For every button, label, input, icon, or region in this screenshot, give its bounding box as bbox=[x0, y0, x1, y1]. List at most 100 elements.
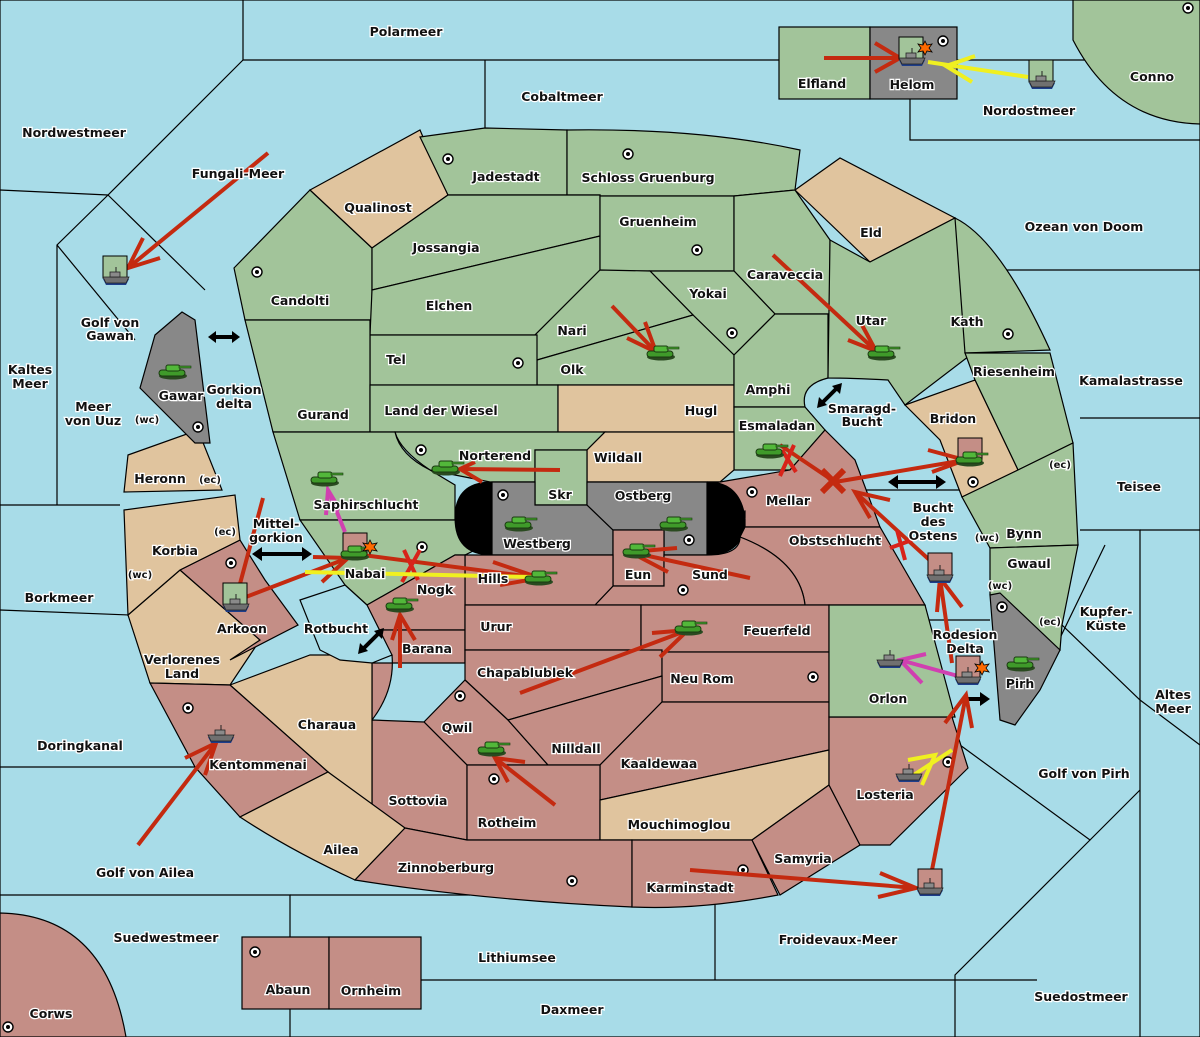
order-cut-x-icon bbox=[819, 467, 847, 495]
label-arkoon: Arkoon bbox=[217, 621, 267, 636]
supply-center-icon bbox=[488, 773, 500, 785]
label-polarmeer: Polarmeer bbox=[370, 24, 444, 39]
province-bynn[interactable] bbox=[961, 442, 1079, 549]
order-move-arrow bbox=[938, 577, 954, 664]
arrowhead bbox=[124, 237, 161, 272]
label-norterend: Norterend bbox=[459, 448, 531, 463]
supply-center-icon bbox=[415, 444, 427, 456]
label-nari: Nari bbox=[557, 323, 586, 338]
province-mellar[interactable] bbox=[706, 429, 881, 528]
province-karminstadt[interactable] bbox=[631, 839, 779, 909]
labels: Polarmeer Cobaltmeer Nordwestmeer Fungal… bbox=[7, 23, 1193, 1023]
label-samyria: Samyria bbox=[774, 851, 832, 866]
label-charaua: Charaua bbox=[298, 717, 356, 732]
label-westberg: Westberg bbox=[503, 536, 571, 551]
label-ozean-von-doom: Ozean von Doom bbox=[1025, 219, 1144, 234]
label-lithiumsee: Lithiumsee bbox=[478, 950, 556, 965]
province-saphirschlucht[interactable] bbox=[272, 431, 456, 521]
label-eun: Eun bbox=[625, 567, 651, 582]
label-sottovia: Sottovia bbox=[389, 793, 448, 808]
province-tel[interactable] bbox=[369, 334, 538, 386]
label-kaltes-meer: Kaltes bbox=[8, 362, 52, 377]
label-suedostmeer: Suedostmeer bbox=[1034, 989, 1128, 1004]
province-korbia[interactable] bbox=[123, 494, 241, 617]
order-failed-x-icon bbox=[778, 444, 798, 477]
province-land-der-wiesel[interactable] bbox=[369, 384, 559, 433]
label-verlorenes-land: Verlorenes bbox=[144, 652, 220, 667]
order-move-arrow bbox=[235, 497, 265, 596]
province-gruenheim[interactable] bbox=[599, 195, 735, 272]
label-coast-ec: (ec) bbox=[214, 527, 236, 538]
label-sund: Sund bbox=[692, 567, 728, 582]
label-gawar: Gawar bbox=[159, 388, 205, 403]
order-failed-x-icon bbox=[889, 529, 913, 561]
order-move-arrow bbox=[354, 552, 541, 580]
order-move-arrow bbox=[136, 741, 218, 847]
label-fungali-meer: Fungali-Meer bbox=[192, 166, 285, 181]
label-nordwestmeer: Nordwestmeer bbox=[22, 125, 127, 140]
label-yokai: Yokai bbox=[688, 286, 727, 301]
double-arrow-icon bbox=[252, 547, 312, 561]
label-kaaldewaa: Kaaldewaa bbox=[621, 756, 698, 771]
supply-center-icon bbox=[622, 148, 634, 160]
order-move-arrow bbox=[930, 694, 968, 871]
province-corws[interactable] bbox=[0, 912, 127, 1037]
label-qualinost: Qualinost bbox=[344, 200, 411, 215]
arrowhead bbox=[491, 755, 526, 783]
label-teisee: Teisee bbox=[1117, 479, 1161, 494]
label-ostberg: Ostberg bbox=[615, 488, 672, 503]
province-kath[interactable] bbox=[954, 217, 1051, 354]
province-hugl[interactable] bbox=[557, 384, 735, 433]
label-losteria: Losteria bbox=[856, 787, 913, 802]
arrowhead bbox=[850, 489, 891, 519]
label-barana: Barana bbox=[402, 641, 452, 656]
label-rodesion-delta-2: Delta bbox=[946, 641, 984, 656]
province-urur[interactable] bbox=[464, 604, 642, 651]
label-wildall: Wildall bbox=[594, 450, 642, 465]
province-ornheim[interactable] bbox=[328, 936, 422, 1010]
label-bucht-des-ostens: Bucht bbox=[913, 500, 954, 515]
label-rodesion-delta: Rodesion bbox=[933, 627, 998, 642]
label-gwaul: Gwaul bbox=[1007, 556, 1050, 571]
province-heronn[interactable] bbox=[123, 429, 223, 493]
label-altes-meer: Altes bbox=[1155, 687, 1191, 702]
supply-center-icon bbox=[677, 584, 689, 596]
label-bucht-des-ostens-3: Ostens bbox=[909, 528, 958, 543]
label-rotheim: Rotheim bbox=[478, 815, 537, 830]
supply-center-icon bbox=[497, 489, 509, 501]
label-conno: Conno bbox=[1130, 69, 1175, 84]
supply-center-icon bbox=[746, 486, 758, 498]
label-golf-von-gawan: Golf von bbox=[81, 315, 140, 330]
supply-center-icon bbox=[691, 244, 703, 256]
label-altes-meer-2: Meer bbox=[1155, 701, 1191, 716]
label-ailea: Ailea bbox=[323, 842, 358, 857]
label-kentommenai: Kentommenai bbox=[209, 757, 307, 772]
arrow-right-icon bbox=[966, 692, 990, 706]
supply-center-icon bbox=[683, 534, 695, 546]
label-borkmeer: Borkmeer bbox=[25, 590, 95, 605]
label-smaragd-bucht-2: Bucht bbox=[842, 414, 883, 429]
label-neu-rom: Neu Rom bbox=[670, 671, 733, 686]
label-hills: Hills bbox=[478, 571, 509, 586]
order-move-arrow bbox=[519, 628, 689, 695]
label-helom: Helom bbox=[890, 77, 935, 92]
label-amphi: Amphi bbox=[746, 382, 791, 397]
supply-center-icon bbox=[1002, 328, 1014, 340]
province-skr[interactable] bbox=[534, 449, 588, 506]
label-kupfer-kueste-2: Küste bbox=[1086, 618, 1126, 633]
label-coast-ec: (ec) bbox=[1049, 460, 1071, 471]
province-elfland[interactable] bbox=[778, 26, 871, 100]
province-barana[interactable] bbox=[365, 629, 466, 722]
label-skr: Skr bbox=[548, 487, 572, 502]
label-corws: Corws bbox=[30, 1006, 73, 1021]
label-gurand: Gurand bbox=[297, 407, 349, 422]
label-coast-ec: (ec) bbox=[199, 475, 221, 486]
label-heronn: Heronn bbox=[134, 471, 186, 486]
label-chapablublek: Chapablublek bbox=[477, 665, 574, 680]
supply-center-icon bbox=[192, 421, 204, 433]
label-hugl: Hugl bbox=[685, 403, 718, 418]
order-support-arrow bbox=[304, 570, 534, 579]
arrowhead bbox=[943, 690, 974, 729]
label-golf-von-gawan-2: Gawan bbox=[86, 328, 134, 343]
